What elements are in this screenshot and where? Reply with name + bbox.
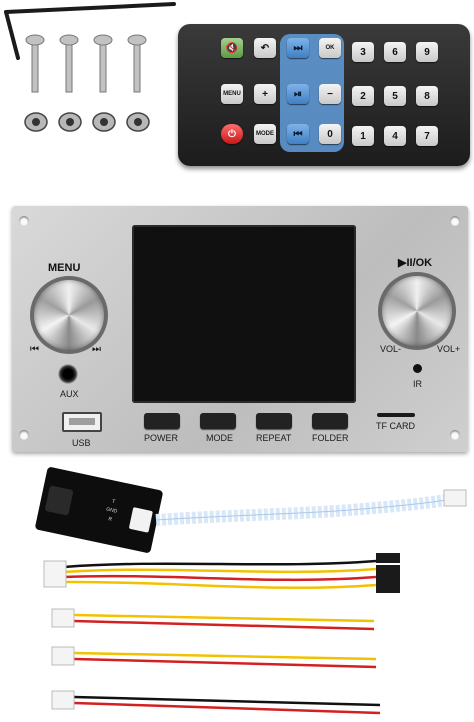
usb-port[interactable]	[62, 412, 102, 432]
ir-receiver	[413, 364, 422, 373]
volume-knob[interactable]	[382, 276, 452, 346]
vol-minus-label: VOL-	[380, 344, 402, 354]
mount-hole	[450, 216, 460, 226]
screws-icon	[24, 34, 150, 132]
repeat-label: REPEAT	[256, 433, 292, 443]
mount-hole	[19, 216, 29, 226]
tf-card-label: TF CARD	[376, 421, 415, 431]
remote-6-button[interactable]: 6	[384, 42, 406, 62]
remote-2-button[interactable]: 2	[352, 86, 374, 106]
board-pin-r: R	[107, 516, 113, 523]
power-button[interactable]	[144, 413, 180, 429]
play-ok-label: ▶II/OK	[398, 257, 433, 269]
tf-card-slot[interactable]	[377, 413, 415, 417]
remote-menu-button[interactable]: MENU	[221, 84, 243, 104]
next-symbol: ⏭	[92, 344, 101, 355]
aux-label: AUX	[60, 389, 79, 399]
ir-label: IR	[413, 379, 422, 389]
remote-0-button[interactable]: 0	[319, 124, 341, 144]
remote-minus-button[interactable]: −	[319, 84, 341, 104]
remote-prev-button[interactable]: ⏮	[287, 124, 309, 144]
remote-5-button[interactable]: 5	[384, 86, 406, 106]
lcd-screen	[132, 225, 356, 403]
remote-mute-button[interactable]: 🔇	[221, 38, 243, 58]
vol-plus-label: VOL+	[437, 344, 461, 354]
repeat-button[interactable]	[256, 413, 292, 429]
ribbon-cable	[155, 489, 467, 526]
remote-7-button[interactable]: 7	[416, 126, 438, 146]
remote-plus-button[interactable]: +	[254, 84, 276, 104]
folder-button[interactable]	[312, 413, 348, 429]
wire-harnesses	[43, 553, 400, 715]
menu-label: MENU	[48, 262, 81, 274]
remote-back-button[interactable]: ↶	[254, 38, 276, 58]
remote-8-button[interactable]: 8	[416, 86, 438, 106]
mode-label: MODE	[206, 433, 233, 443]
remote-9-button[interactable]: 9	[416, 42, 438, 62]
usb-label: USB	[72, 438, 91, 448]
allen-key-icon	[4, 2, 176, 60]
folder-label: FOLDER	[312, 433, 349, 443]
mount-hole	[450, 430, 460, 440]
remote-ok-button[interactable]: OK	[319, 38, 341, 58]
menu-knob[interactable]	[34, 280, 104, 350]
prev-symbol: ⏮	[30, 344, 39, 355]
board-jack	[44, 485, 74, 516]
aux-jack[interactable]	[58, 364, 78, 384]
mode-button[interactable]	[200, 413, 236, 429]
remote-1-button[interactable]: 1	[352, 126, 374, 146]
jack-board: T GND R	[34, 466, 164, 554]
remote-power-button[interactable]: ⏻	[221, 124, 243, 144]
remote-next-button[interactable]: ⏭	[287, 38, 309, 58]
remote-mode-button[interactable]: MODE	[254, 124, 276, 144]
remote-4-button[interactable]: 4	[384, 126, 406, 146]
remote-3-button[interactable]: 3	[352, 42, 374, 62]
mount-hole	[19, 430, 29, 440]
board-pin-t: T	[111, 498, 116, 506]
remote-playpause-button[interactable]: ⏯	[287, 84, 309, 104]
power-label: POWER	[144, 433, 179, 443]
board-pin-gnd: GND	[105, 506, 118, 515]
